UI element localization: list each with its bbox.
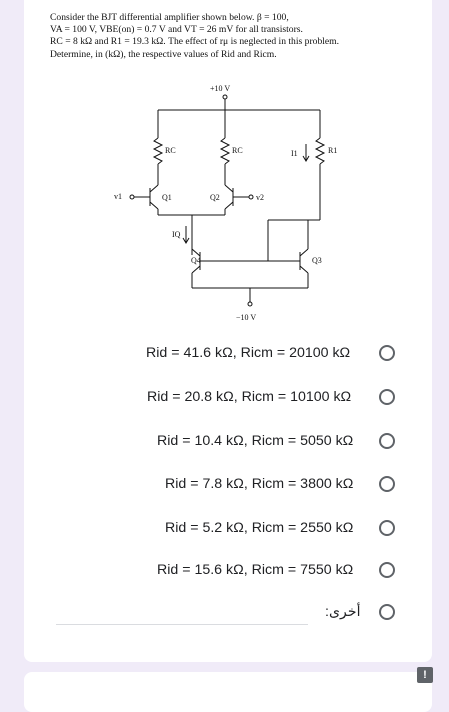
option-label: Rid = 7.8 kΩ, Ricm = 3800 kΩ	[165, 476, 354, 492]
radio-option-1[interactable]	[379, 345, 395, 361]
rc-right-resistor	[219, 137, 231, 165]
rc-right-label: RC	[232, 146, 243, 155]
other-label: أخرى:	[325, 604, 361, 620]
option-2[interactable]: Rid = 20.8 kΩ, Ricm = 10100 kΩ	[147, 385, 351, 409]
question-line: Consider the BJT differential amplifier …	[50, 12, 289, 23]
v2-terminal	[248, 194, 254, 200]
other-text-input[interactable]	[56, 624, 308, 625]
option-3[interactable]: Rid = 10.4 kΩ, Ricm = 5050 kΩ	[157, 429, 353, 453]
radio-option-2[interactable]	[379, 389, 395, 405]
radio-option-4[interactable]	[379, 476, 395, 492]
radio-option-3[interactable]	[379, 433, 395, 449]
option-4[interactable]: Rid = 7.8 kΩ, Ricm = 3800 kΩ	[165, 472, 353, 496]
option-5[interactable]: Rid = 5.2 kΩ, Ricm = 2550 kΩ	[165, 516, 353, 540]
rc-left-label: RC	[165, 146, 176, 155]
iq-label: IQ	[172, 230, 181, 239]
option-1[interactable]: Rid = 41.6 kΩ, Ricm = 20100 kΩ	[146, 341, 350, 365]
option-label: Rid = 15.6 kΩ, Ricm = 7550 kΩ	[157, 562, 354, 578]
q2-label: Q2	[210, 193, 220, 202]
radio-option-6[interactable]	[379, 562, 395, 578]
supply-positive-label: +10 V	[210, 84, 230, 93]
question-line: VA = 100 V, VBE(on) = 0.7 V and VT = 26 …	[50, 24, 303, 36]
v1-label: v1	[114, 192, 122, 201]
option-label: Rid = 5.2 kΩ, Ricm = 2550 kΩ	[165, 520, 354, 536]
v1-terminal	[129, 194, 135, 200]
option-other[interactable]: أخرى:	[325, 600, 361, 624]
option-label: Rid = 10.4 kΩ, Ricm = 5050 kΩ	[157, 433, 354, 449]
supply-node	[222, 94, 228, 100]
question-line: Determine, in (kΩ), the respective value…	[50, 48, 277, 60]
r1-resistor	[314, 137, 326, 165]
next-card	[24, 672, 432, 712]
radio-option-other[interactable]	[379, 604, 395, 620]
radio-option-5[interactable]	[379, 520, 395, 536]
v2-label: v2	[256, 193, 264, 202]
circuit-diagram: +10 V RC RC R1 I1 v1 Q1 v2 Q2 IQ Q4 Q	[114, 84, 337, 322]
option-label: Rid = 20.8 kΩ, Ricm = 10100 kΩ	[147, 389, 352, 405]
option-6[interactable]: Rid = 15.6 kΩ, Ricm = 7550 kΩ	[157, 558, 353, 582]
q3-label: Q3	[312, 256, 322, 265]
r1-label: R1	[328, 146, 337, 155]
report-icon[interactable]: !	[417, 667, 433, 683]
question-line: RC = 8 kΩ and R1 = 19.3 kΩ. The effect o…	[50, 36, 340, 48]
q1-label: Q1	[162, 193, 172, 202]
option-label: Rid = 41.6 kΩ, Ricm = 20100 kΩ	[146, 345, 351, 361]
rc-left-resistor	[152, 137, 164, 165]
q4-label: Q4	[191, 256, 201, 265]
i1-label: I1	[291, 149, 298, 158]
supply-negative-node	[247, 301, 253, 307]
supply-negative-label: −10 V	[236, 313, 256, 322]
question-text: Consider the BJT differential amplifier …	[50, 12, 402, 61]
